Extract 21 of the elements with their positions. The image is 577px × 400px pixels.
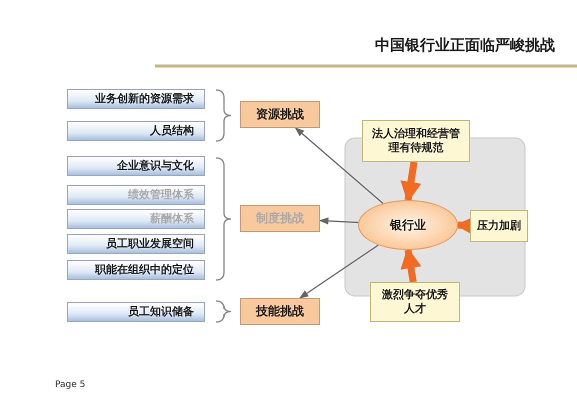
arrow bbox=[298, 244, 379, 299]
label-box: 企业意识与文化 bbox=[67, 156, 205, 176]
label-box: 员工知识储备 bbox=[67, 302, 205, 322]
page-number: Page 5 bbox=[55, 380, 86, 390]
arrow bbox=[318, 217, 358, 225]
block-arrow bbox=[400, 247, 422, 283]
challenge-box: 资源挑战 bbox=[240, 101, 320, 128]
challenge-box: 制度挑战 bbox=[240, 205, 320, 232]
label-box: 薪酬体系 bbox=[67, 209, 205, 229]
label-box: 绩效管理体系 bbox=[67, 185, 205, 205]
label-box: 人员结构 bbox=[67, 121, 205, 141]
text-box: 法人治理和经营管理有待规范 bbox=[362, 120, 470, 162]
block-arrow bbox=[400, 161, 422, 203]
text-box: 激烈争夺优秀人才 bbox=[370, 282, 460, 322]
title: 中国银行业正面临严峻挑战 bbox=[375, 36, 555, 55]
label-box: 员工职业发展空间 bbox=[67, 234, 205, 254]
label-box: 业务创新的资源需求 bbox=[67, 89, 205, 109]
label-box: 职能在组织中的定位 bbox=[67, 260, 205, 280]
text-box: 压力加剧 bbox=[470, 210, 528, 242]
arrow bbox=[294, 127, 384, 204]
challenge-box: 技能挑战 bbox=[240, 298, 320, 325]
